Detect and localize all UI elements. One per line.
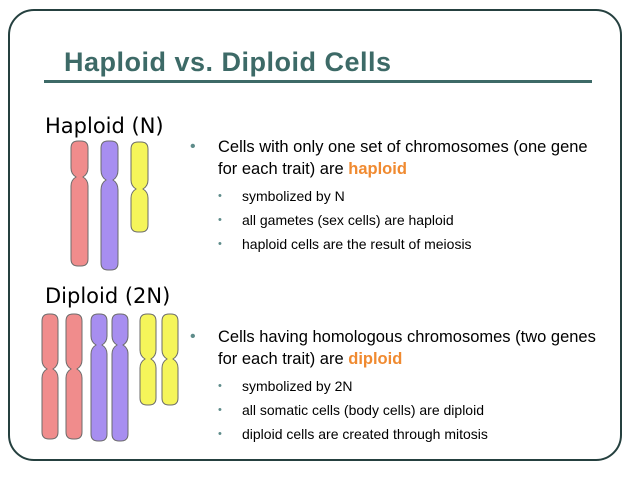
diploid-term: diploid (348, 350, 403, 368)
diploid-yellow-chromosome-2 (161, 313, 179, 406)
list-item: • diploid cells are created through mitos… (190, 422, 610, 446)
diploid-main-bullet: • Cells having homologous chromosomes (t… (190, 326, 610, 370)
sub-item-text: diploid cells are created through mitosi… (242, 426, 488, 442)
diploid-chromosomes (41, 313, 179, 442)
sub-item-text: symbolized by N (242, 188, 345, 204)
diploid-purple-chromosome-1 (90, 313, 108, 442)
haploid-bullet-block: • Cells with only one set of chromosomes… (190, 136, 610, 256)
sub-bullet-dot-icon: • (218, 428, 222, 440)
diploid-bullet-block: • Cells having homologous chromosomes (t… (190, 326, 610, 446)
sub-item-text: symbolized by 2N (242, 378, 353, 394)
slide-title: Haploid vs. Diploid Cells (64, 47, 392, 77)
diploid-sub-list: • symbolized by 2N • all somatic cells (bo… (190, 374, 610, 446)
sub-bullet-dot-icon: • (218, 380, 222, 392)
haploid-sub-list: • symbolized by N • all gametes (sex cells… (190, 184, 610, 256)
list-item: • symbolized by 2N (190, 374, 610, 398)
haploid-bullet-lead: Cells with only one set of chromosomes (… (218, 138, 588, 178)
bullet-dot-icon: • (190, 328, 196, 345)
sub-item-text: all gametes (sex cells) are haploid (242, 212, 454, 228)
list-item: • symbolized by N (190, 184, 610, 208)
sub-item-text: haploid cells are the result of meiosis (242, 236, 472, 252)
haploid-main-bullet: • Cells with only one set of chromosomes… (190, 136, 610, 180)
title-underline (44, 80, 592, 83)
sub-item-text: all somatic cells (body cells) are diplo… (242, 402, 484, 418)
sub-bullet-dot-icon: • (218, 214, 222, 226)
haploid-label: Haploid (N) (45, 114, 164, 138)
haploid-purple-chromosome (100, 140, 119, 271)
sub-bullet-dot-icon: • (218, 238, 222, 250)
sub-bullet-dot-icon: • (218, 190, 222, 202)
sub-bullet-dot-icon: • (218, 404, 222, 416)
haploid-chromosomes (70, 140, 149, 271)
haploid-red-chromosome (70, 140, 89, 267)
diploid-red-chromosome-2 (65, 313, 83, 440)
diploid-label: Diploid (2N) (45, 284, 171, 308)
diploid-purple-chromosome-2 (111, 313, 129, 442)
haploid-yellow-chromosome (130, 141, 149, 233)
slide-frame (8, 9, 622, 461)
list-item: • haploid cells are the result of meiosis (190, 232, 610, 256)
diploid-bullet-lead: Cells having homologous chromosomes (two… (218, 328, 596, 368)
bullet-dot-icon: • (190, 138, 196, 155)
list-item: • all somatic cells (body cells) are dipl… (190, 398, 610, 422)
haploid-term: haploid (348, 160, 407, 178)
diploid-yellow-chromosome-1 (139, 313, 157, 406)
list-item: • all gametes (sex cells) are haploid (190, 208, 610, 232)
diploid-red-chromosome-1 (41, 313, 59, 440)
